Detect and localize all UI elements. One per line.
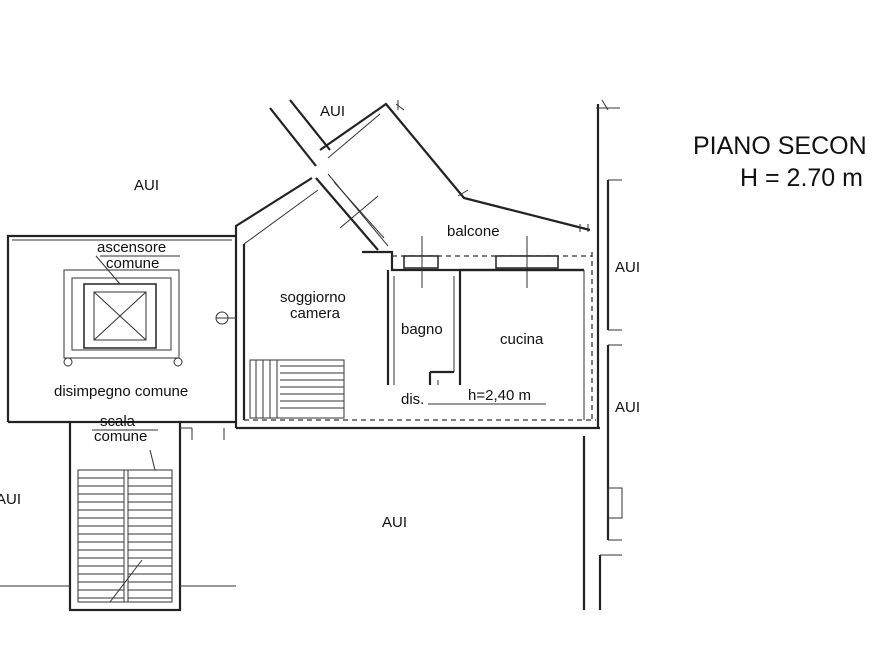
label-ascensore-comune: comune <box>106 255 159 272</box>
plan-title-line2: H = 2.70 m <box>740 164 863 192</box>
label-balcone: balcone <box>447 223 500 240</box>
label-scala-comune: comune <box>94 428 147 445</box>
label-bagno: bagno <box>401 321 443 338</box>
apartment-staircase <box>255 360 344 418</box>
label-ascensore: ascensore <box>97 239 166 256</box>
plan-title-line1: PIANO SECON <box>693 132 867 160</box>
label-aui-top: AUI <box>320 103 345 120</box>
label-dis: dis. <box>401 391 424 408</box>
label-aui-left-top: AUI <box>134 177 159 194</box>
label-cucina: cucina <box>500 331 544 348</box>
common-staircase <box>68 420 182 612</box>
apartment-walls <box>215 99 620 430</box>
label-aui-left-bottom: AUI <box>0 491 21 508</box>
label-h-local: h=2,40 m <box>468 387 531 404</box>
neighbour-walls <box>0 179 623 610</box>
label-soggiorno: soggiorno <box>280 289 346 306</box>
label-aui-right-top: AUI <box>615 259 640 276</box>
label-camera: camera <box>290 305 341 322</box>
label-aui-bottom: AUI <box>382 514 407 531</box>
elevator-shaft <box>63 255 183 367</box>
common-hall-walls <box>6 234 236 424</box>
label-aui-right-mid: AUI <box>615 399 640 416</box>
label-disimpegno: disimpegno comune <box>54 383 188 400</box>
label-scala: scala <box>100 413 136 430</box>
